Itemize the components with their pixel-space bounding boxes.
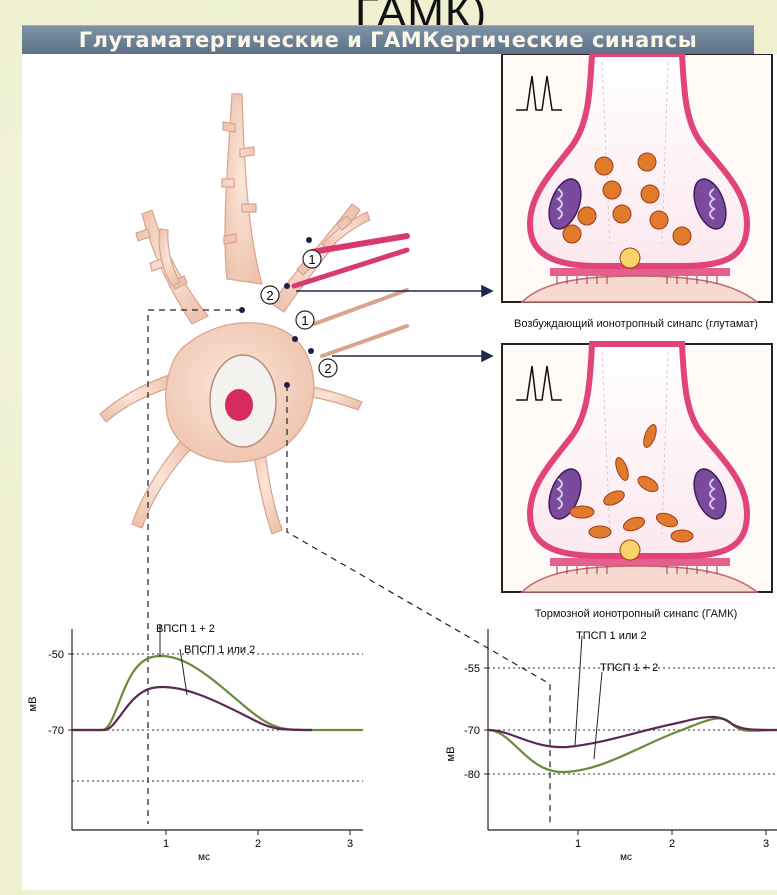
ipsp-sum-label: ТПСП 1 + 2 (600, 662, 658, 674)
ipsp-single-curve (488, 717, 777, 747)
x-tick-label: 2 (255, 838, 261, 850)
inhibitory-synapse-panel (502, 344, 772, 592)
x-tick-label: 1 (575, 838, 581, 850)
epsp-single-curve (72, 687, 312, 730)
synapse-diagram-svg: 1 2 1 2 (22, 54, 777, 890)
epsp-sum-curve (72, 656, 363, 730)
ipsp-sum-curve (488, 718, 777, 772)
excitatory-caption: Возбуждающий ионотропный синапс (глутама… (514, 318, 758, 330)
neuron (100, 94, 370, 534)
x-tick-label: 1 (163, 838, 169, 850)
pointer-arrows (296, 286, 492, 361)
y-tick-label: -80 (464, 769, 480, 781)
y-tick-label: -70 (48, 725, 64, 737)
x-tick-label: 2 (669, 838, 675, 850)
y-tick-label: -55 (464, 663, 480, 675)
ipsp-graph (484, 629, 777, 835)
inhibitory-caption: Тормозной ионотропный синапс (ГАМК) (535, 608, 738, 620)
epsp-single-label: ВПСП 1 или 2 (184, 644, 255, 656)
marker-label: 1 (308, 252, 315, 267)
x-axis-label: мс (620, 852, 632, 863)
y-tick-label: -50 (48, 649, 64, 661)
x-tick-label: 3 (347, 838, 353, 850)
marker-label: 2 (266, 288, 273, 303)
excitatory-synapse-panel (502, 54, 772, 302)
slide-title: Глутаматергические и ГАМКергические сина… (22, 25, 754, 56)
marker-label: 1 (301, 313, 308, 328)
epsp-sum-label: ВПСП 1 + 2 (156, 623, 215, 635)
x-axis-label: мс (198, 852, 210, 863)
ipsp-single-label: ТПСП 1 или 2 (576, 630, 647, 642)
x-tick-label: 3 (763, 838, 769, 850)
nucleolus (225, 389, 253, 421)
marker-label: 2 (324, 361, 331, 376)
y-axis-label: мВ (27, 697, 39, 712)
y-tick-label: -70 (464, 725, 480, 737)
y-axis-label: мВ (445, 747, 457, 762)
synapse-figure: 1 2 1 2 (22, 54, 777, 890)
